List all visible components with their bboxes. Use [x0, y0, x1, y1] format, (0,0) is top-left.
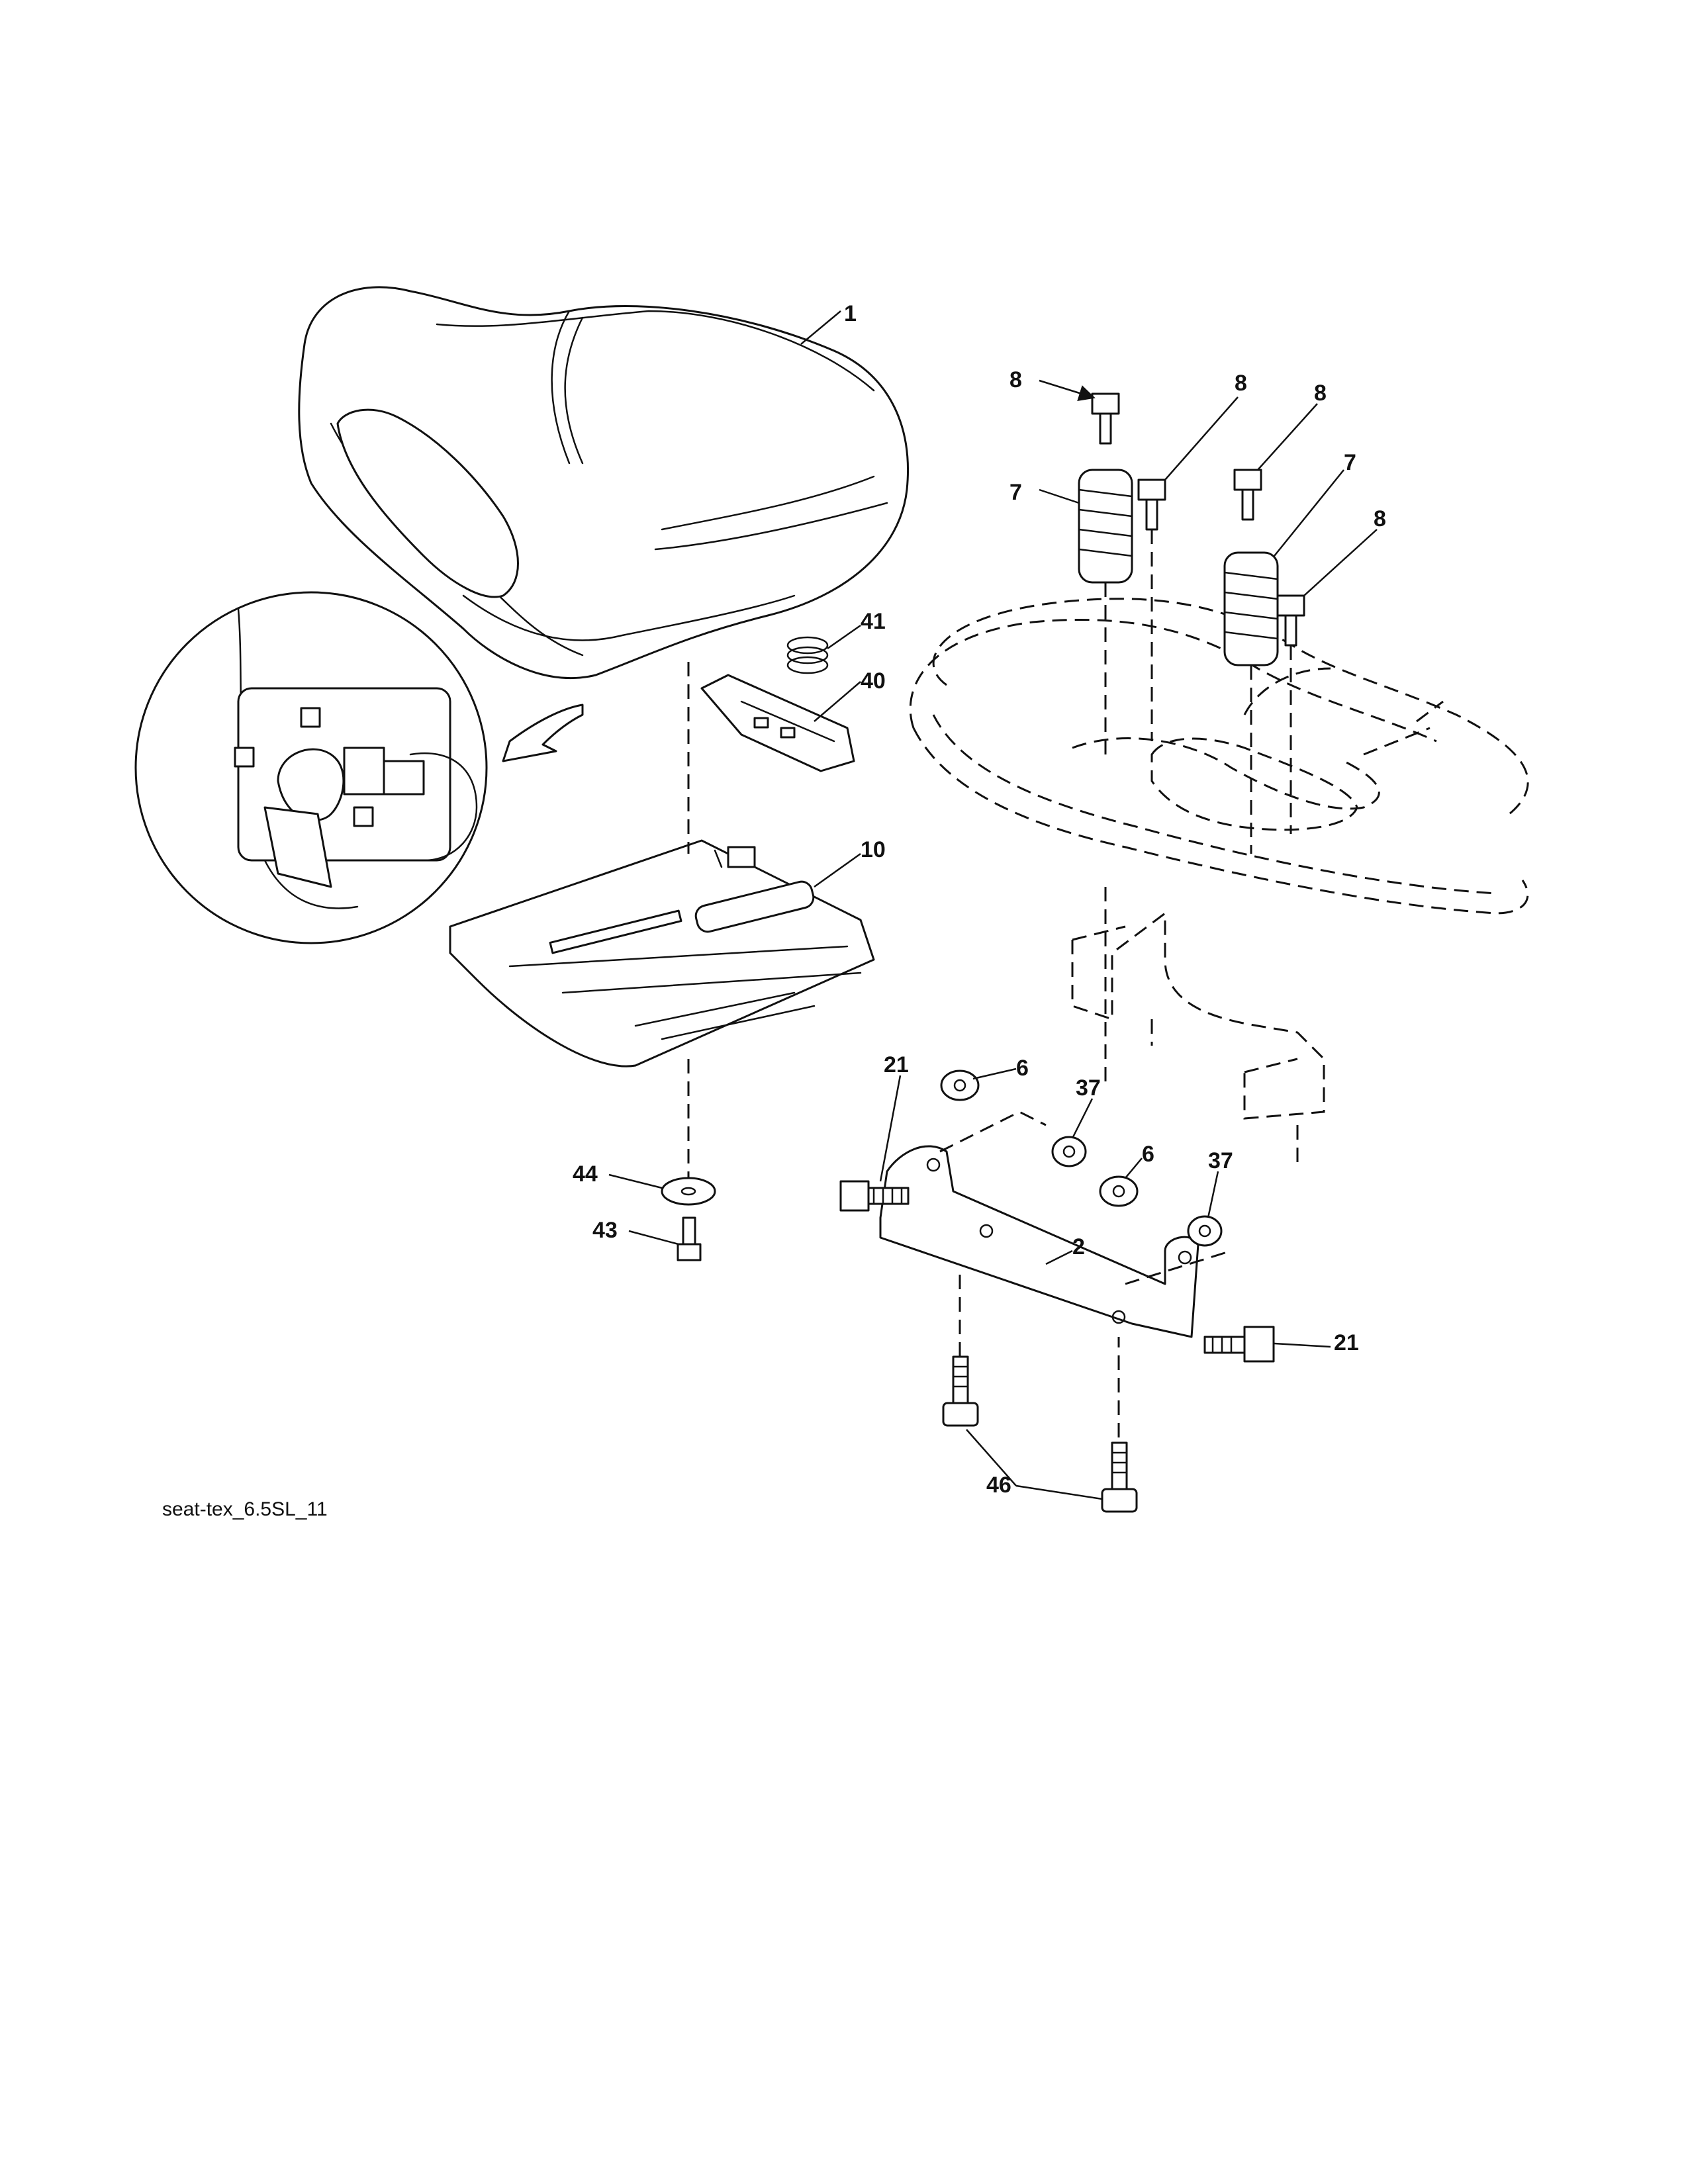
spring-7-a	[1078, 469, 1133, 584]
callout-6-a: 6	[1016, 1056, 1029, 1081]
nut-6-b	[1099, 1175, 1139, 1207]
callout-8-d: 8	[1374, 506, 1386, 531]
detail-magnifier	[134, 591, 488, 944]
callout-46: 46	[986, 1473, 1011, 1498]
bolt-21-b	[1203, 1326, 1275, 1363]
bolt-8-c	[1233, 469, 1262, 521]
alignment-lines	[687, 529, 1292, 1482]
diagram-caption: seat-tex_6.5SL_11	[162, 1498, 328, 1520]
callout-41: 41	[861, 609, 886, 634]
callout-7-b: 7	[1344, 450, 1356, 475]
callout-10: 10	[861, 837, 886, 862]
seat-switch-bracket	[700, 674, 855, 772]
callout-labels: 1 8 8 8 8 7 7 41 40 10 21 6 37 6 37 44 4…	[573, 301, 1386, 1498]
bolt-21-a	[839, 1180, 910, 1212]
seat-pan	[449, 839, 875, 1068]
callout-6-b: 6	[1142, 1142, 1154, 1167]
callout-2: 2	[1072, 1234, 1085, 1259]
callout-40: 40	[861, 668, 886, 694]
callout-37-b: 37	[1208, 1148, 1233, 1173]
nut-6-a	[940, 1069, 980, 1101]
spring-7-b	[1223, 551, 1279, 666]
callout-21-b: 21	[1334, 1330, 1359, 1355]
nut-37-a	[1051, 1136, 1087, 1167]
bolt-8-b	[1137, 478, 1166, 531]
callout-7-a: 7	[1009, 480, 1022, 505]
seat	[298, 286, 909, 679]
bolt-8-d	[1276, 594, 1305, 647]
washer-44	[661, 1177, 716, 1206]
callout-21-a: 21	[884, 1052, 909, 1077]
nut-37-b	[1187, 1215, 1223, 1247]
bolt-8-a	[1091, 392, 1120, 445]
bolt-46-b	[1101, 1441, 1138, 1513]
bolt-43	[677, 1216, 702, 1261]
seat-mount-bracket	[879, 1145, 1199, 1338]
fender-deck-outline	[909, 598, 1529, 915]
leader-lines	[608, 310, 1378, 1500]
seat-spring	[786, 636, 829, 674]
seat-mount-brackets	[1071, 911, 1325, 1165]
callout-43: 43	[592, 1218, 618, 1243]
callout-37-a: 37	[1076, 1075, 1101, 1101]
callout-8-a: 8	[1009, 367, 1022, 392]
callout-44: 44	[573, 1161, 598, 1187]
detail-arrow	[502, 704, 584, 762]
callout-1: 1	[844, 301, 857, 326]
callout-8-b: 8	[1235, 371, 1247, 396]
bolt-46-a	[942, 1355, 979, 1427]
callout-8-c: 8	[1314, 381, 1327, 406]
